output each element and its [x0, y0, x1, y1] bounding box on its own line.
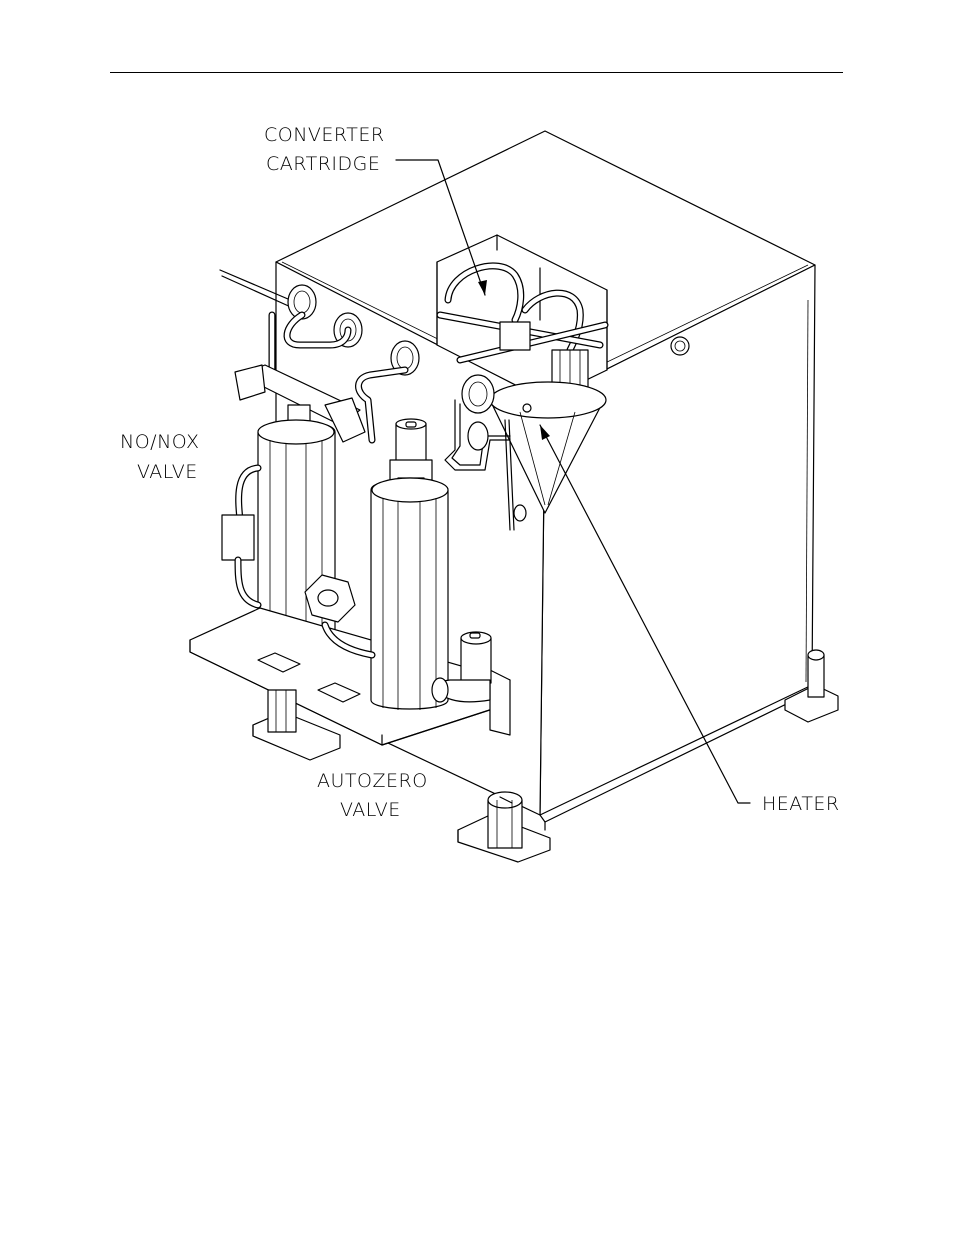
converter-label-line2: CARTRIDGE [266, 153, 380, 175]
heater-label: HEATER [762, 793, 840, 815]
no-nox-label-line2: VALVE [137, 461, 198, 483]
cartridge-fitting-left [500, 322, 530, 350]
t-fitting-end-left [235, 365, 265, 400]
autozero-label-line2: VALVE [340, 799, 401, 821]
panel-knob [671, 337, 689, 355]
autozero-label-line1: AUTOZERO [317, 770, 428, 792]
no-nox-side-fitting [222, 515, 254, 560]
bulkhead-fitting-4 [462, 375, 494, 413]
no-nox-label-line1: NO/NOX [120, 431, 200, 453]
autozero-cylinder [371, 480, 448, 710]
autozero-elbow-fitting [461, 638, 491, 683]
converter-label-line1: CONVERTER [264, 124, 385, 146]
